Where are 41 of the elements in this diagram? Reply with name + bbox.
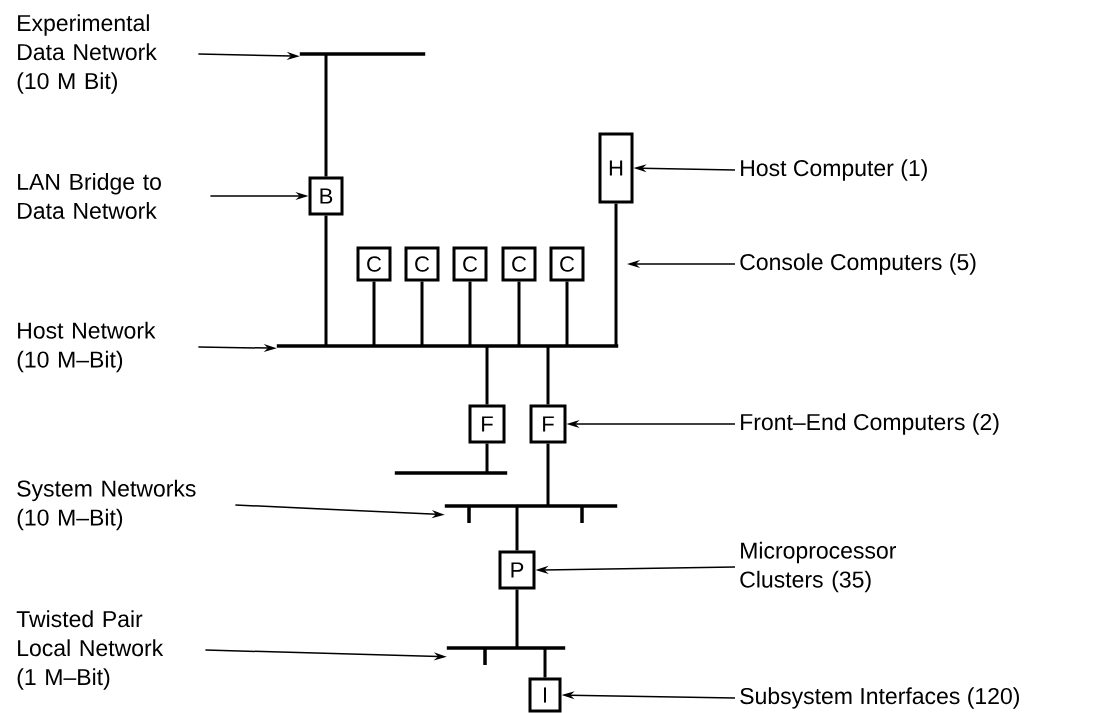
computer-box: I bbox=[528, 677, 562, 713]
connector-line bbox=[468, 281, 472, 346]
computer-box: C bbox=[549, 246, 585, 282]
connector-line bbox=[546, 346, 550, 405]
computer-box: C bbox=[452, 246, 488, 282]
computer-box: C bbox=[356, 246, 392, 282]
callout-text: Experimental Data Network (10 M Bit) bbox=[17, 14, 157, 94]
computer-box: H bbox=[598, 132, 634, 204]
callout-text: Host Computer (1) bbox=[741, 159, 927, 181]
callout-text: System Networks (10 M–Bit) bbox=[17, 479, 196, 531]
computer-box: F bbox=[529, 404, 567, 444]
network-bus bbox=[276, 344, 619, 348]
connector-line bbox=[517, 281, 521, 346]
connector-line bbox=[485, 346, 489, 405]
computer-box: C bbox=[404, 246, 440, 282]
callout-text: Subsystem Interfaces (120) bbox=[740, 687, 1019, 709]
connector-line bbox=[546, 443, 550, 506]
connector-line bbox=[485, 443, 489, 473]
connector-line bbox=[515, 589, 519, 648]
callout-text: Host Network (10 M–Bit) bbox=[17, 321, 156, 373]
connector-line bbox=[515, 506, 519, 551]
computer-box: C bbox=[501, 246, 537, 282]
connector-line bbox=[543, 648, 547, 678]
connector-line bbox=[565, 281, 569, 346]
network-bus bbox=[446, 646, 566, 665]
connector-line bbox=[324, 215, 328, 346]
network-bus bbox=[394, 471, 508, 475]
callout-text: Front–End Computers (2) bbox=[741, 413, 999, 435]
computer-box: B bbox=[308, 176, 344, 216]
callout-text: LAN Bridge to Data Network bbox=[18, 173, 161, 219]
computer-box: P bbox=[498, 550, 536, 590]
network-bus bbox=[299, 52, 426, 56]
computer-box: F bbox=[468, 404, 506, 444]
connector-line bbox=[324, 54, 328, 177]
network-bus bbox=[444, 504, 618, 523]
connector-line bbox=[420, 281, 424, 346]
callout-text: Twisted Pair Local Network (1 M–Bit) bbox=[16, 610, 164, 690]
connector-line bbox=[372, 281, 376, 346]
connector-line bbox=[614, 203, 618, 346]
callout-text: Console Computers (5) bbox=[740, 253, 976, 275]
callout-text: Microprocessor Clusters (35) bbox=[740, 541, 896, 593]
